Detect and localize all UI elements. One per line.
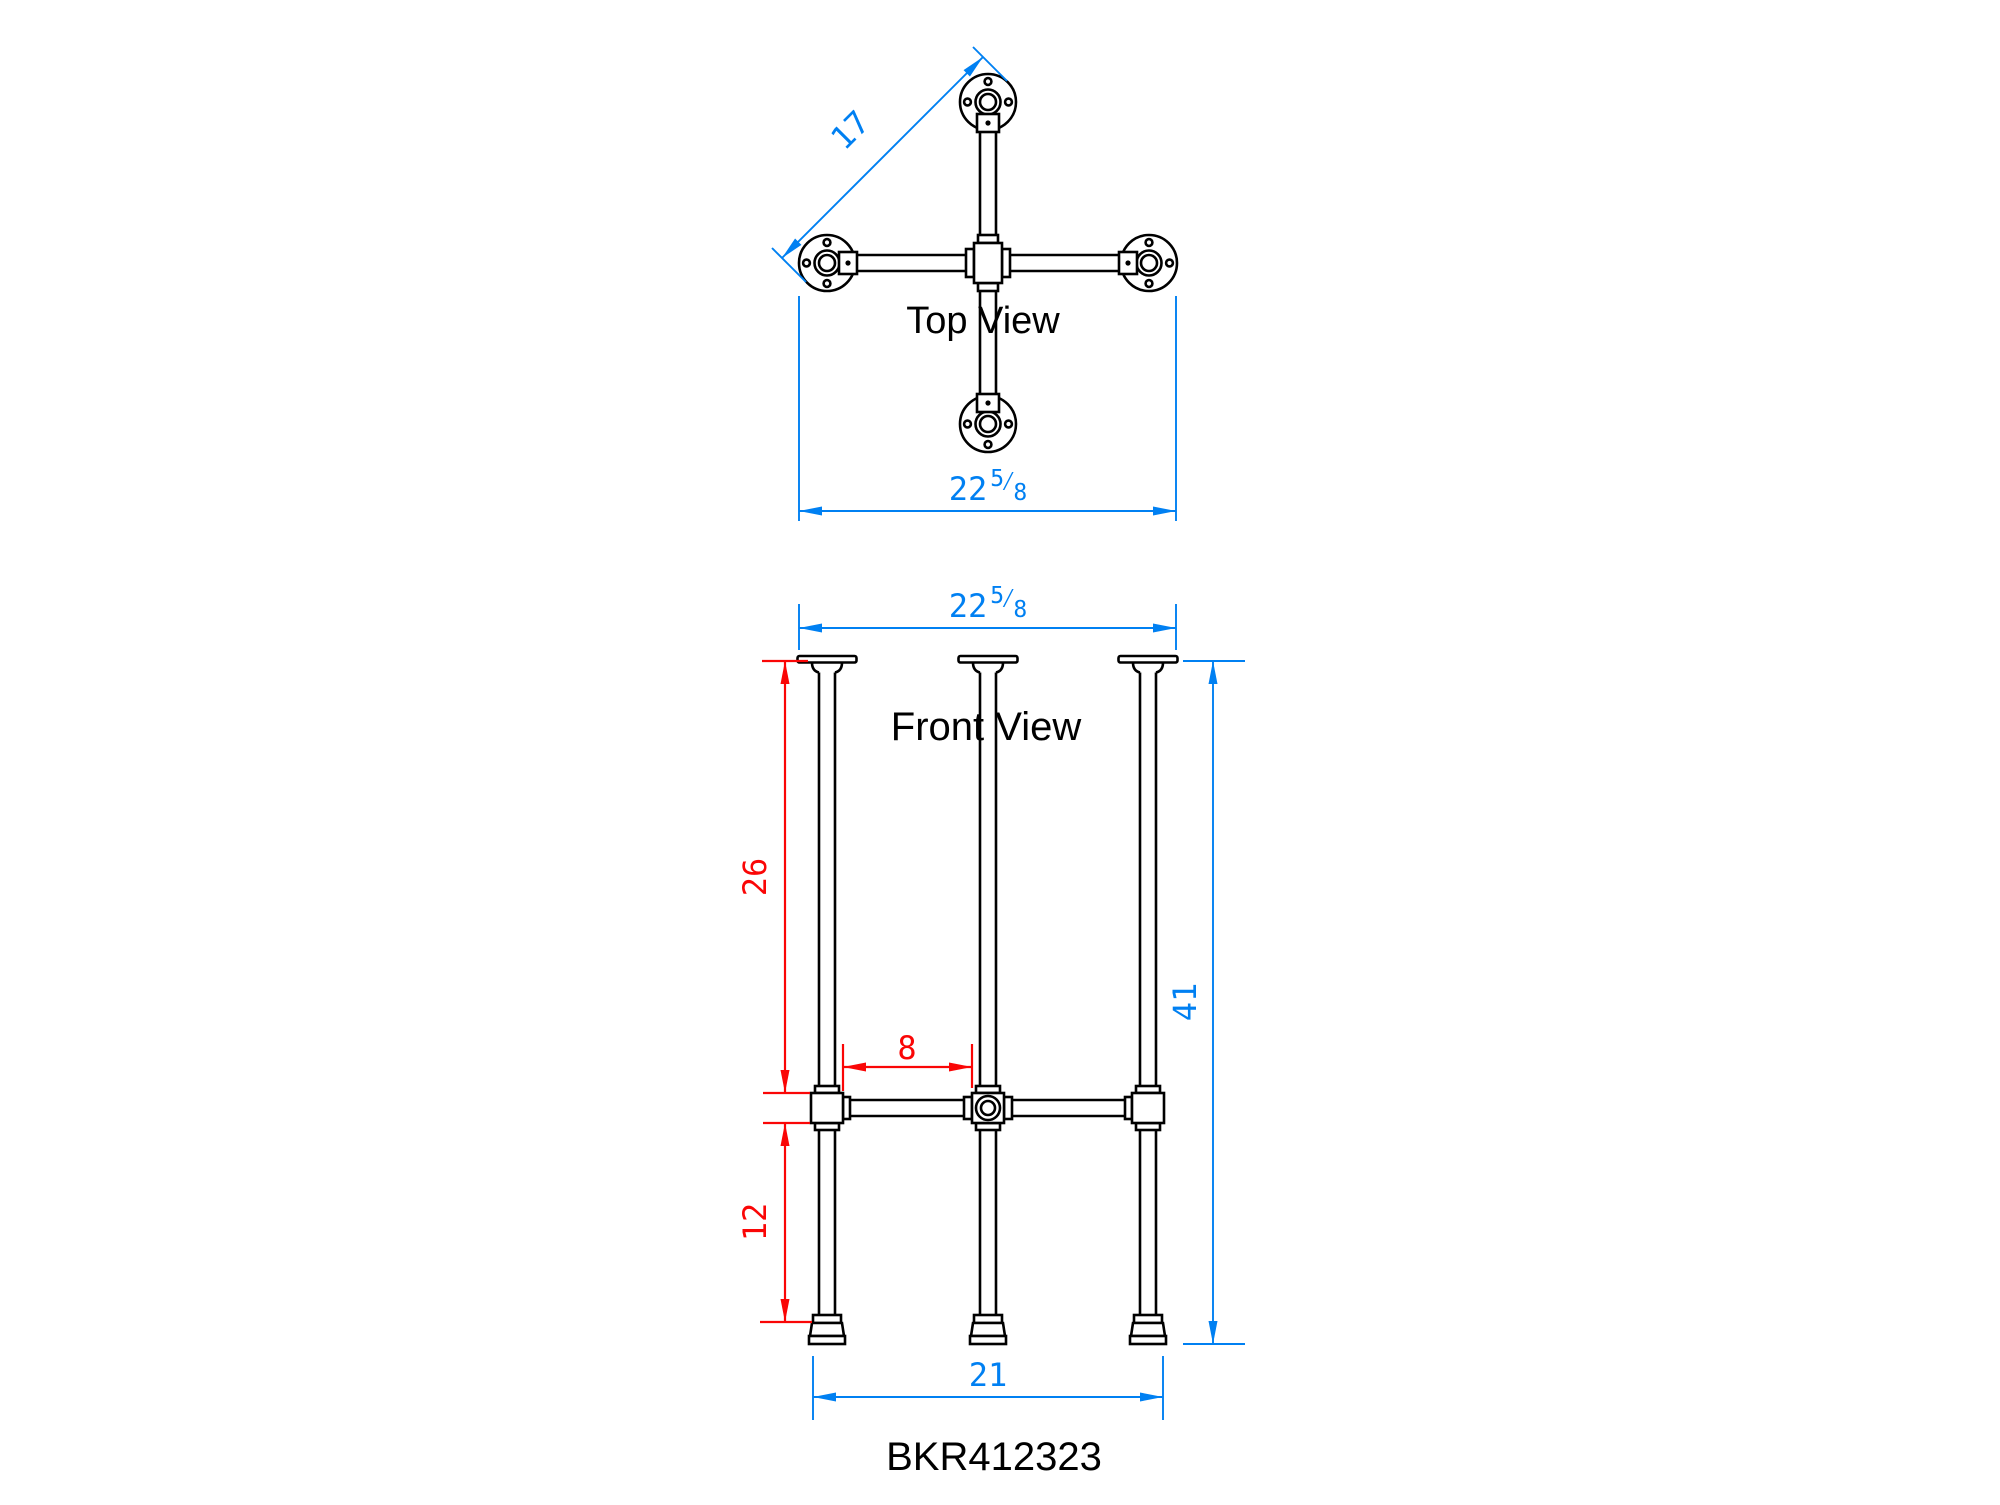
top-view-assembly xyxy=(797,72,1179,454)
dim-leg-lower: 12 xyxy=(736,1121,812,1324)
dim-leg-upper-value: 26 xyxy=(736,858,774,897)
dim-leg-upper: 26 xyxy=(736,659,810,1095)
leg-left xyxy=(796,654,858,1346)
dim-overall-height-value: 41 xyxy=(1166,983,1204,1022)
leg-middle xyxy=(957,654,1019,1346)
dim-foot-span: 21 xyxy=(812,1356,1164,1420)
tee-fitting-left xyxy=(809,1084,852,1132)
dim-stretcher-span-value: 8 xyxy=(897,1029,916,1067)
part-number: BKR412323 xyxy=(886,1435,1102,1479)
tee-fitting-right xyxy=(1123,1084,1166,1132)
front-view-assembly xyxy=(796,654,1179,1346)
dim-stretcher-span: 8 xyxy=(841,1029,974,1091)
flange-top xyxy=(958,72,1018,134)
dim-foot-span-value: 21 xyxy=(969,1356,1008,1394)
dim-diagonal-17: 17 xyxy=(771,46,1008,283)
dim-diagonal-value: 17 xyxy=(823,103,877,157)
top-center-cross-fitting xyxy=(964,233,1012,293)
flange-bottom xyxy=(958,392,1018,454)
dim-overall-height: 41 xyxy=(1166,660,1245,1345)
crossbar-pipes xyxy=(850,1098,1125,1118)
flange-left xyxy=(797,233,859,293)
top-pipe-arms xyxy=(857,132,1119,394)
top-view-label: Top View xyxy=(906,300,1060,342)
front-view-label: Front View xyxy=(891,705,1082,749)
flange-right xyxy=(1117,233,1179,293)
cross-fitting-center xyxy=(962,1084,1014,1132)
dim-leg-lower-value: 12 xyxy=(736,1203,774,1242)
